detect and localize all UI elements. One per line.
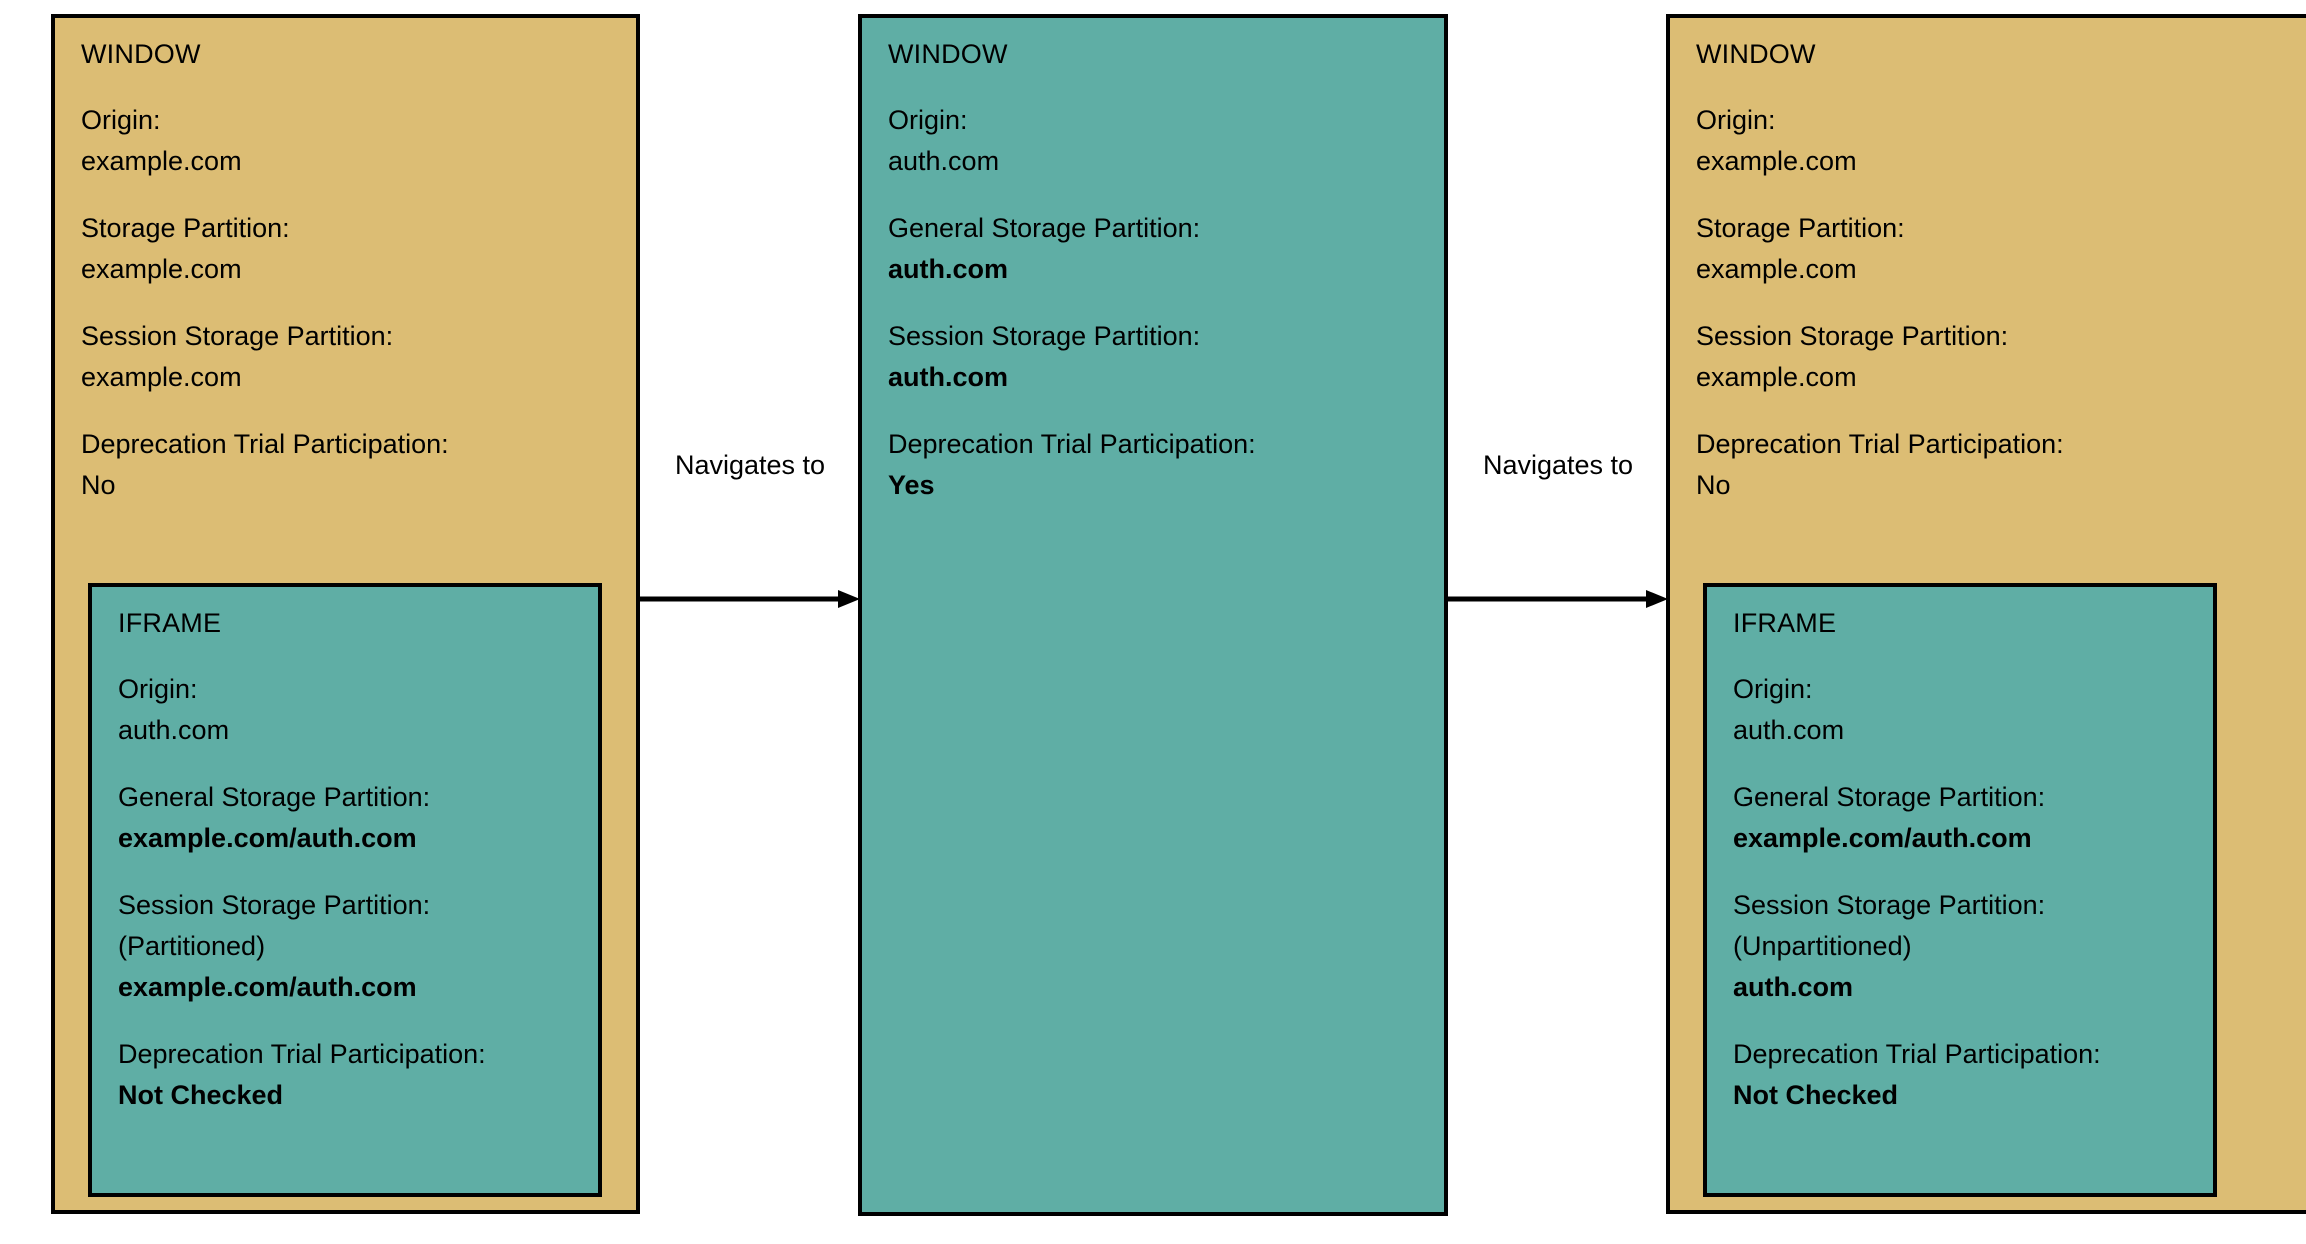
- field-deprecation-trial: Deprecation Trial Participation: No: [81, 424, 636, 506]
- iframe-field-deprecation-trial-value: Not Checked: [118, 1080, 284, 1110]
- window-panel-2: WINDOW Origin: auth.com General Storage …: [858, 14, 1448, 1216]
- field-origin-value: auth.com: [888, 146, 1000, 176]
- iframe-field-origin: Origin: auth.com: [1733, 669, 2213, 751]
- iframe-field-general-storage-partition: General Storage Partition: example.com/a…: [118, 777, 598, 859]
- iframe-field-session-storage-partition-sub: (Partitioned): [118, 931, 266, 961]
- field-deprecation-trial: Deprecation Trial Participation: Yes: [888, 424, 1444, 506]
- iframe-panel-3-title: IFRAME: [1733, 608, 1837, 638]
- navigation-arrow-1-label: Navigates to: [674, 450, 826, 480]
- iframe-field-session-storage-partition-label: Session Storage Partition:: [118, 890, 431, 920]
- field-origin: Origin: example.com: [81, 100, 636, 182]
- iframe-panel-3-content: IFRAME Origin: auth.com General Storage …: [1707, 587, 2213, 1116]
- field-deprecation-trial-label: Deprecation Trial Participation:: [81, 429, 449, 459]
- field-deprecation-trial-value: No: [81, 470, 116, 500]
- iframe-field-session-storage-partition-value: auth.com: [1733, 972, 1854, 1002]
- field-session-storage-partition: Session Storage Partition: auth.com: [888, 316, 1444, 398]
- iframe-field-origin-value: auth.com: [1733, 715, 1845, 745]
- field-session-storage-partition-value: example.com: [1696, 362, 1857, 392]
- window-panel-3-title: WINDOW: [1696, 39, 1816, 69]
- iframe-panel-1: IFRAME Origin: auth.com General Storage …: [88, 583, 602, 1197]
- field-session-storage-partition-label: Session Storage Partition:: [1696, 321, 2009, 351]
- navigation-arrow-2: Navigates to: [1448, 448, 1668, 618]
- iframe-field-deprecation-trial-label: Deprecation Trial Participation:: [1733, 1039, 2101, 1069]
- iframe-field-origin-label: Origin:: [118, 674, 198, 704]
- iframe-field-origin-value: auth.com: [118, 715, 230, 745]
- window-panel-1: WINDOW Origin: example.com Storage Parti…: [51, 14, 640, 1214]
- window-panel-3-content: WINDOW Origin: example.com Storage Parti…: [1670, 18, 2306, 506]
- field-deprecation-trial-value: No: [1696, 470, 1731, 500]
- arrow-right-icon: [1448, 590, 1668, 608]
- field-origin-label: Origin:: [81, 105, 161, 135]
- iframe-field-origin-label: Origin:: [1733, 674, 1813, 704]
- field-session-storage-partition-label: Session Storage Partition:: [888, 321, 1201, 351]
- iframe-field-general-storage-partition-label: General Storage Partition:: [118, 782, 431, 812]
- field-storage-partition-label: Storage Partition:: [81, 213, 290, 243]
- iframe-field-deprecation-trial-label: Deprecation Trial Participation:: [118, 1039, 486, 1069]
- field-session-storage-partition: Session Storage Partition: example.com: [81, 316, 636, 398]
- window-panel-1-title: WINDOW: [81, 39, 201, 69]
- arrow-right-icon: [640, 590, 860, 608]
- field-storage-partition-value: example.com: [81, 254, 242, 284]
- field-deprecation-trial: Deprecation Trial Participation: No: [1696, 424, 2306, 506]
- window-panel-3: WINDOW Origin: example.com Storage Parti…: [1666, 14, 2306, 1214]
- navigation-arrow-2-label: Navigates to: [1482, 450, 1634, 480]
- field-deprecation-trial-label: Deprecation Trial Participation:: [1696, 429, 2064, 459]
- field-session-storage-partition-label: Session Storage Partition:: [81, 321, 394, 351]
- field-general-storage-partition: General Storage Partition: auth.com: [888, 208, 1444, 290]
- field-session-storage-partition: Session Storage Partition: example.com: [1696, 316, 2306, 398]
- iframe-field-general-storage-partition: General Storage Partition: example.com/a…: [1733, 777, 2213, 859]
- iframe-field-general-storage-partition-value: example.com/auth.com: [1733, 823, 2032, 853]
- iframe-field-session-storage-partition-label: Session Storage Partition:: [1733, 890, 2046, 920]
- field-deprecation-trial-label: Deprecation Trial Participation:: [888, 429, 1256, 459]
- iframe-field-deprecation-trial: Deprecation Trial Participation: Not Che…: [118, 1034, 598, 1116]
- field-storage-partition: Storage Partition: example.com: [81, 208, 636, 290]
- iframe-field-session-storage-partition-sub: (Unpartitioned): [1733, 931, 1912, 961]
- field-storage-partition-label: Storage Partition:: [1696, 213, 1905, 243]
- field-storage-partition: Storage Partition: example.com: [1696, 208, 2306, 290]
- field-origin-value: example.com: [1696, 146, 1857, 176]
- iframe-field-deprecation-trial-value: Not Checked: [1733, 1080, 1899, 1110]
- field-general-storage-partition-label: General Storage Partition:: [888, 213, 1201, 243]
- field-storage-partition-value: example.com: [1696, 254, 1857, 284]
- field-origin-label: Origin:: [888, 105, 968, 135]
- iframe-panel-1-content: IFRAME Origin: auth.com General Storage …: [92, 587, 598, 1116]
- iframe-field-session-storage-partition-value: example.com/auth.com: [118, 972, 417, 1002]
- iframe-field-origin: Origin: auth.com: [118, 669, 598, 751]
- window-panel-2-content: WINDOW Origin: auth.com General Storage …: [862, 18, 1444, 506]
- field-origin: Origin: example.com: [1696, 100, 2306, 182]
- window-panel-2-title: WINDOW: [888, 39, 1008, 69]
- field-origin-label: Origin:: [1696, 105, 1776, 135]
- window-panel-1-content: WINDOW Origin: example.com Storage Parti…: [55, 18, 636, 506]
- field-session-storage-partition-value: example.com: [81, 362, 242, 392]
- iframe-field-session-storage-partition: Session Storage Partition: (Unpartitione…: [1733, 885, 2213, 1008]
- iframe-field-general-storage-partition-label: General Storage Partition:: [1733, 782, 2046, 812]
- field-deprecation-trial-value: Yes: [888, 470, 935, 500]
- iframe-panel-1-title: IFRAME: [118, 608, 222, 638]
- field-origin-value: example.com: [81, 146, 242, 176]
- field-origin: Origin: auth.com: [888, 100, 1444, 182]
- navigation-arrow-1: Navigates to: [640, 448, 860, 618]
- field-session-storage-partition-value: auth.com: [888, 362, 1009, 392]
- field-general-storage-partition-value: auth.com: [888, 254, 1009, 284]
- iframe-field-deprecation-trial: Deprecation Trial Participation: Not Che…: [1733, 1034, 2213, 1116]
- iframe-field-session-storage-partition: Session Storage Partition: (Partitioned)…: [118, 885, 598, 1008]
- iframe-field-general-storage-partition-value: example.com/auth.com: [118, 823, 417, 853]
- iframe-panel-3: IFRAME Origin: auth.com General Storage …: [1703, 583, 2217, 1197]
